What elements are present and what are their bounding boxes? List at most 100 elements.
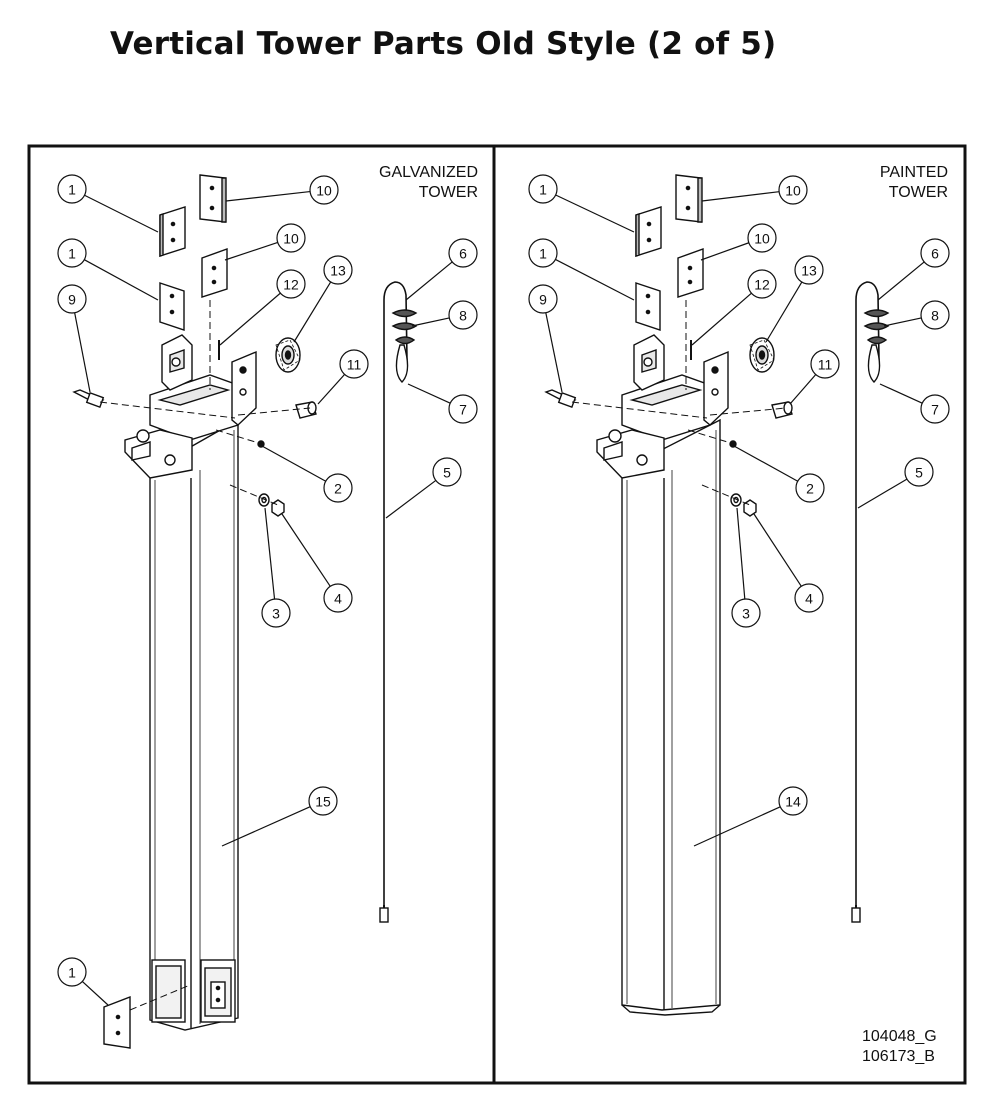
panel-label-galvanized: GALVANIZED TOWER (379, 163, 478, 203)
doc-code-1: 104048_G (862, 1028, 937, 1045)
painted-callout-circle-16 (778, 786, 808, 816)
pad-1b (635, 282, 661, 331)
painted-callout-circle-7 (528, 284, 558, 314)
galvanized-callout-number-2: 10 (316, 183, 332, 199)
galvanized-callout-number-11: 7 (459, 402, 467, 418)
galvanized-callout-number-9: 6 (459, 246, 467, 262)
painted-callout-number-7: 9 (539, 292, 547, 308)
cable-loop (867, 344, 881, 383)
galvanized-leader-8 (317, 374, 346, 405)
painted-leader-12 (733, 445, 799, 482)
tower-body (621, 418, 721, 1011)
painted-callout-number-3: 1 (539, 246, 547, 262)
galvanized-leader-5 (219, 292, 281, 346)
painted-leader-2 (701, 191, 780, 202)
painted-callout-number-10: 8 (931, 308, 939, 324)
galvanized-callout-circle-10 (448, 300, 478, 330)
galvanized-leader-10 (411, 317, 450, 327)
painted-leader-8 (789, 374, 817, 405)
galvanized-callout-number-17: 1 (68, 965, 76, 981)
painted-callout-circle-2 (778, 175, 808, 205)
painted-callout-number-16: 14 (785, 794, 801, 810)
galvanized-leader-1 (84, 194, 159, 233)
pad-1a (635, 206, 662, 257)
pad-10b (677, 248, 704, 298)
pad-10a (199, 174, 226, 223)
painted-leader-11 (879, 383, 923, 404)
pad-1c (103, 995, 131, 1049)
painted-leader-4 (700, 242, 750, 261)
nut (271, 499, 285, 517)
painted-callout-circle-5 (747, 269, 777, 299)
painted-leader-6 (765, 281, 803, 343)
galvanized-callout-number-10: 8 (459, 308, 467, 324)
painted-callout-number-11: 7 (931, 402, 939, 418)
galvanized-leader-14 (264, 507, 276, 600)
painted-callout-number-9: 6 (931, 246, 939, 262)
galvanized-callout-circle-8 (339, 349, 369, 379)
galvanized-leader-4 (224, 241, 278, 261)
painted-callout-number-4: 10 (754, 231, 770, 247)
doc-code-2: 106173_B (862, 1048, 935, 1065)
painted-leader-13 (857, 478, 908, 509)
pad-1a (159, 206, 186, 257)
galvanized-callout-number-4: 10 (283, 231, 299, 247)
galvanized-callout-number-6: 13 (330, 263, 346, 279)
painted-callout-number-1: 1 (539, 182, 547, 198)
painted-leader-16 (693, 806, 781, 847)
painted-callout-circle-8 (810, 349, 840, 379)
tower-body (149, 418, 239, 1031)
painted-callout-circle-3 (528, 238, 558, 268)
cable-loop (395, 344, 409, 383)
galvanized-callout-number-8: 11 (347, 357, 362, 373)
galvanized-callout-circle-15 (323, 583, 353, 613)
painted-callout-circle-10 (920, 300, 950, 330)
pad-1b (159, 282, 185, 331)
painted-callout-number-5: 12 (754, 277, 770, 293)
cable (855, 281, 880, 920)
galvanized-leader-13 (385, 479, 437, 519)
galvanized-callout-number-14: 3 (272, 606, 280, 622)
painted-tower-drawing (544, 174, 890, 1016)
galvanized-callout-circle-6 (323, 255, 353, 285)
painted-leader-3 (555, 258, 635, 301)
galvanized-callout-circle-3 (57, 238, 87, 268)
galvanized-tower-drawing (72, 174, 418, 1049)
painted-leader-7 (545, 312, 563, 393)
painted-callout-number-12: 2 (806, 481, 814, 497)
painted-callout-circle-11 (920, 394, 950, 424)
panel-label-line2: TOWER (888, 184, 948, 201)
painted-leader-10 (883, 317, 922, 327)
galvanized-callout-circle-16 (308, 786, 338, 816)
galvanized-leader-11 (407, 383, 451, 404)
galvanized-leader-9 (405, 261, 453, 301)
galvanized-leader-12 (261, 445, 327, 482)
galvanized-callout-circle-11 (448, 394, 478, 424)
painted-callout-number-8: 11 (818, 357, 833, 373)
painted-leader-15 (753, 513, 802, 587)
galvanized-leader-15 (281, 513, 331, 587)
outer-frame (27, 144, 967, 1085)
pad-10a (675, 174, 702, 223)
painted-leader-14 (736, 507, 746, 600)
page-title: Vertical Tower Parts Old Style (2 of 5) (110, 26, 777, 62)
galvanized-callout-circle-1 (57, 174, 87, 204)
painted-leader-9 (877, 261, 925, 301)
galvanized-callout-number-7: 9 (68, 292, 76, 308)
galvanized-callout-circle-13 (432, 457, 462, 487)
painted-callout-circle-12 (795, 473, 825, 503)
painted-callout-number-14: 3 (742, 606, 750, 622)
galvanized-callout-circle-17 (57, 957, 87, 987)
cable (383, 281, 408, 920)
galvanized-leader-3 (83, 259, 159, 301)
painted-callout-circle-6 (794, 255, 824, 285)
galvanized-leader-2 (225, 190, 311, 202)
galvanized-callout-circle-12 (323, 473, 353, 503)
panel-label-line2: TOWER (418, 184, 478, 201)
galvanized-callout-circle-14 (261, 598, 291, 628)
galvanized-callout-number-1: 1 (68, 182, 76, 198)
panel-label-painted: PAINTED TOWER (880, 163, 948, 203)
